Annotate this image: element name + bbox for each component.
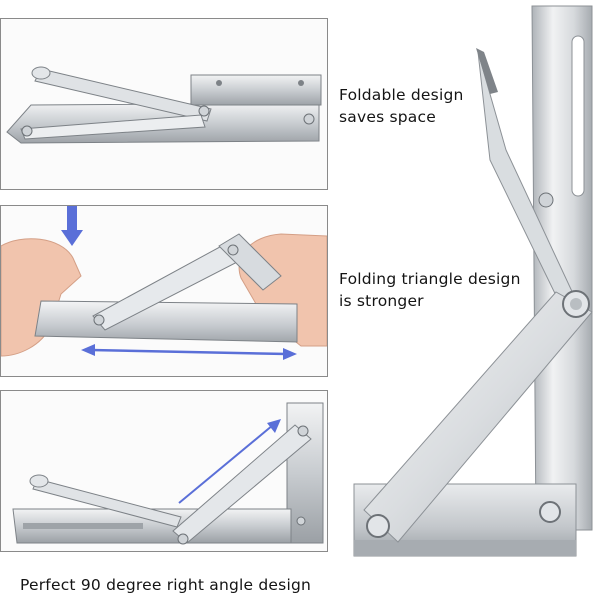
folding-hands-panel [0, 205, 328, 377]
diagonal-arrow-icon [178, 419, 281, 504]
right-angle-panel [0, 390, 328, 552]
triangle-caption-line1: Folding triangle design [339, 270, 521, 288]
foldable-caption-line1: Foldable design [339, 86, 464, 104]
large-bracket-image [353, 5, 593, 557]
foldable-caption-line2: saves space [339, 108, 436, 126]
down-arrow-icon [61, 206, 83, 246]
foldable-caption: Foldable design saves space [339, 84, 464, 128]
folding-hands-image [1, 206, 327, 360]
right-angle-caption-text: Perfect 90 degree right angle design [20, 576, 312, 594]
triangle-caption: Folding triangle design is stronger [339, 268, 521, 312]
folded-bracket-image [6, 66, 322, 144]
folded-bracket-panel [0, 18, 328, 190]
double-arrow-icon [81, 344, 297, 360]
right-angle-caption: Perfect 90 degree right angle design [20, 574, 311, 596]
right-angle-bracket-image [12, 402, 324, 545]
triangle-caption-line2: is stronger [339, 292, 424, 310]
